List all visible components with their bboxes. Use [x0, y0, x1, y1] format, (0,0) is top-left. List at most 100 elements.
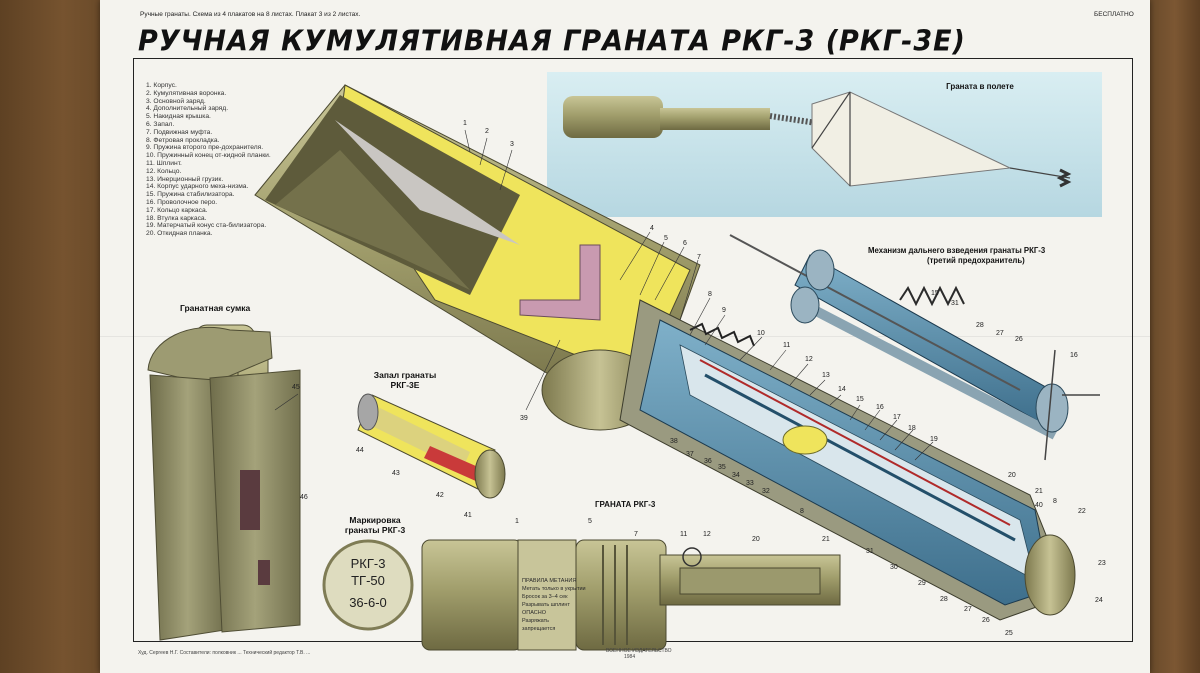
callout-number: 23 — [1098, 560, 1106, 567]
side-body — [421, 539, 523, 651]
callout-number: 7 — [634, 531, 638, 538]
cutaway-grenade — [254, 84, 1076, 621]
callout-number: 21 — [822, 536, 830, 543]
side-text-line: Разрывать шплинт — [522, 602, 570, 608]
mechanism-end-cap — [805, 249, 835, 291]
top-note: Ручные гранаты. Схема из 4 плакатов на 8… — [140, 11, 361, 18]
marking-line-1: РКГ-3 — [351, 556, 386, 571]
callout-number: 37 — [686, 451, 694, 458]
callout-number: 43 — [392, 470, 400, 477]
callout-number: 13 — [822, 372, 830, 379]
grenade-caption: ГРАНАТА РКГ-3 — [595, 500, 656, 509]
callout-number: 27 — [996, 330, 1004, 337]
callout-number: 36 — [704, 458, 712, 465]
callout-number: 24 — [1095, 597, 1103, 604]
callout-number: 32 — [762, 488, 770, 495]
side-view-grenade: ПРАВИЛА МЕТАНИЯ Метать только в укрытии … — [421, 539, 841, 651]
callout-number: 25 — [1005, 630, 1013, 637]
fuze-cap — [474, 449, 506, 499]
callout-number: 28 — [940, 596, 948, 603]
grenade-bag — [147, 324, 301, 641]
legend-item: 19. Матерчатый конус ста-билизатора. — [146, 222, 267, 230]
callout-number: 5 — [664, 235, 668, 242]
callout-number: 26 — [1015, 336, 1023, 343]
callout-number: 33 — [746, 480, 754, 487]
callout-number: 22 — [1078, 508, 1086, 515]
leader-lines — [274, 129, 934, 461]
callout-number: 7 — [697, 254, 701, 261]
free-label: БЕСПЛАТНО — [1094, 11, 1134, 18]
callout-number: 21 — [1035, 488, 1043, 495]
mechanism-caption-1: Механизм дальнего взведения гранаты РКГ-… — [868, 246, 1046, 255]
bag-caption: Гранатная сумка — [180, 303, 251, 313]
callout-number: 39 — [520, 415, 528, 422]
marking-circle: РКГ-3 ТГ-50 36-6-0 — [322, 539, 414, 631]
legend-item: 14. Корпус ударного меха-низма. — [146, 183, 249, 191]
callout-number: 10 — [757, 330, 765, 337]
side-text-line: ПРАВИЛА МЕТАНИЯ — [522, 578, 576, 584]
parts-legend: 1. Корпус. 2. Кумулятивная воронка. 3. О… — [146, 82, 276, 238]
callout-number: 14 — [838, 386, 846, 393]
mechanism-caption-2: (третий предохранитель) — [927, 256, 1025, 265]
callout-number: 17 — [893, 414, 901, 421]
legend-item: 12. Кольцо. — [146, 167, 182, 175]
callout-number: 45 — [292, 384, 300, 391]
legend-item: 18. Втулка каркаса. — [146, 214, 207, 222]
callout-number: 15 — [856, 396, 864, 403]
legend-item: 2. Кумулятивная воронка. — [146, 89, 227, 97]
callout-number: 20 — [752, 536, 760, 543]
side-text-line: Метать только в укрытии — [522, 586, 586, 592]
long-range-mechanism — [729, 234, 1100, 461]
fuze-caption-1: Запал гранаты — [373, 370, 437, 380]
callout-number: 8 — [708, 291, 712, 298]
marking-line-3: 36-6-0 — [349, 595, 387, 610]
bag-strap — [240, 470, 260, 530]
flight-grenade-body — [563, 96, 663, 138]
callout-number: 3 — [510, 141, 514, 148]
callout-number: 18 — [908, 425, 916, 432]
callout-number: 5 — [588, 518, 592, 525]
callout-number: 29 — [918, 580, 926, 587]
marking-caption-1: Маркировка — [349, 515, 401, 525]
callout-number: 11 — [680, 531, 688, 538]
striker-rod — [699, 359, 1011, 526]
side-ring — [682, 547, 702, 567]
callout-number: 35 — [718, 464, 726, 471]
callout-number: 16 — [1070, 352, 1078, 359]
body-mouth — [265, 95, 520, 295]
inner-tube — [704, 373, 1016, 542]
in-flight-caption: Граната в полете — [946, 82, 1014, 91]
bag-flap — [147, 326, 273, 381]
callout-number: 28 — [976, 322, 984, 329]
callout-number: 42 — [436, 492, 444, 499]
side-label-text: ПРАВИЛА МЕТАНИЯ Метать только в укрытии … — [522, 578, 586, 632]
legend-item: 16. Проволочное перо. — [146, 198, 218, 206]
fuze-caption-2: РКГ-3Е — [390, 380, 420, 390]
callout-number: 11 — [783, 342, 791, 349]
callout-number: 44 — [356, 447, 364, 454]
stabilizer-spring — [1056, 168, 1072, 188]
legend-item: 6. Запал. — [146, 120, 175, 128]
footer-year: 1984 — [624, 654, 636, 660]
mechanism-spring — [899, 285, 965, 307]
legend-item: 1. Корпус. — [146, 82, 177, 89]
callout-number: 8 — [800, 508, 804, 515]
in-flight-panel — [547, 72, 1102, 217]
legend-item: 9. Пружина второго пре-дохранителя. — [146, 144, 264, 152]
mechanism-end-ring — [790, 286, 820, 324]
callout-number: 26 — [982, 617, 990, 624]
callout-number: 31 — [866, 548, 874, 555]
side-label-band — [517, 539, 577, 651]
callout-number: 31 — [951, 300, 959, 307]
callout-number: 30 — [890, 564, 898, 571]
marking-line-2: ТГ-50 — [351, 573, 385, 588]
callout-number: 9 — [722, 307, 726, 314]
footer-publisher: ВОЕННОЕ ИЗДАТЕЛЬСТВО — [606, 648, 672, 654]
marking-disc — [322, 539, 414, 631]
side-cap — [575, 539, 667, 651]
legend-item: 20. Откидная планка. — [146, 230, 213, 238]
stabilizer-cone — [811, 91, 1012, 187]
callout-number: 20 — [1008, 472, 1016, 479]
handle-cap — [1024, 534, 1076, 616]
fuze-spring — [689, 322, 755, 347]
